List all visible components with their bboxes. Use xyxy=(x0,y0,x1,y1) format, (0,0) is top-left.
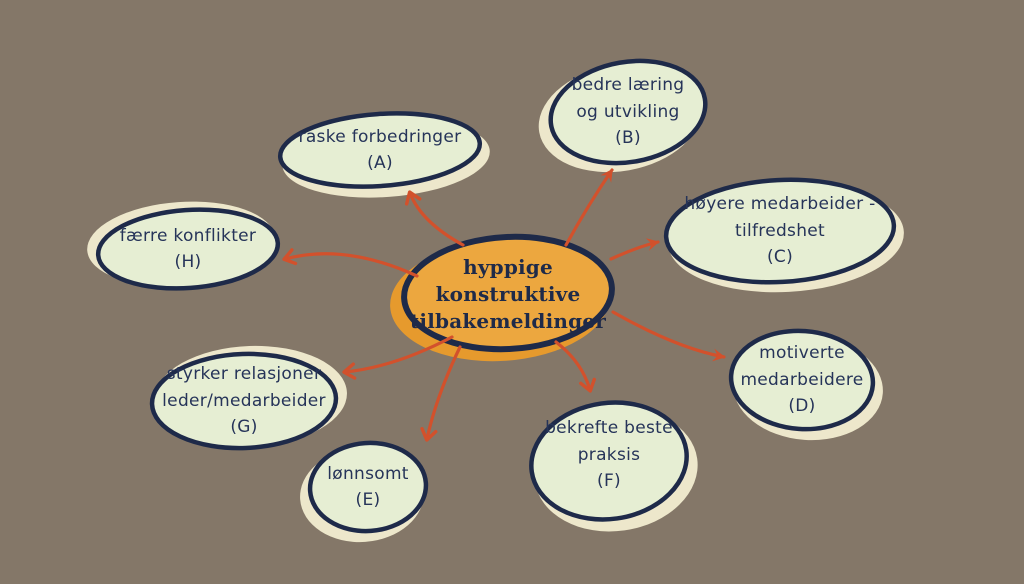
node-f-line-2: praksis xyxy=(577,444,641,465)
node-c-shape xyxy=(663,177,904,293)
node-d-label: motiverte medarbeidere (D) xyxy=(734,335,870,425)
node-g-line-2: leder/medarbeider xyxy=(162,390,326,411)
node-f-line-3: (F) xyxy=(597,471,621,492)
node-g-shape xyxy=(149,345,347,451)
node-f-label: bekrefte beste praksis (F) xyxy=(533,408,685,502)
node-e-line-1: lønnsomt xyxy=(327,463,409,484)
node-e-line-2: (E) xyxy=(355,490,381,510)
node-c-line-1: høyere medarbeider - xyxy=(684,194,876,215)
node-a-line-2: (A) xyxy=(367,153,393,173)
arrow-center-to-h xyxy=(282,248,419,278)
node-d-line-3: (D) xyxy=(788,396,816,417)
node-b-line-1: bedre læring xyxy=(571,75,685,96)
node-d-shape xyxy=(728,328,883,441)
node-a-label: raske forbedringer (A) xyxy=(280,118,480,182)
node-b-label: bedre læring og utvikling (B) xyxy=(552,66,704,158)
node-b-line-3: (B) xyxy=(615,128,641,149)
node-d-line-2: medarbeidere xyxy=(740,369,864,390)
center-node-label: hyppige konstruktive tilbakemeldinger xyxy=(406,246,610,342)
node-b-shape xyxy=(538,58,708,173)
node-h-line-2: (H) xyxy=(174,252,202,272)
center-line-2: konstruktive xyxy=(435,281,581,306)
node-c-line-3: (C) xyxy=(766,247,794,268)
node-a-shape xyxy=(277,111,490,198)
arrow-center-to-b xyxy=(564,168,614,247)
node-d-line-1: motiverte xyxy=(759,343,845,364)
node-e-label: lønnsomt (E) xyxy=(312,448,424,526)
node-g-line-1: styrker relasjoner xyxy=(166,364,322,385)
node-a-line-1: raske forbedringer xyxy=(298,126,462,147)
node-c-label: høyere medarbeider - tilfredshet (C) xyxy=(666,186,894,276)
node-g-label: styrker relasjoner leder/medarbeider (G) xyxy=(154,358,334,444)
center-line-3: tilbakemeldinger xyxy=(409,308,606,333)
arrow-center-to-a xyxy=(404,190,465,247)
arrow-center-to-d xyxy=(611,310,726,362)
arrow-center-to-e xyxy=(420,345,462,442)
arrow-center-to-g xyxy=(342,335,454,380)
node-b-line-2: og utvikling xyxy=(576,101,680,122)
node-c-line-2: tilfredshet xyxy=(734,220,826,241)
node-h-line-1: færre konflikter xyxy=(119,225,257,246)
node-f-shape xyxy=(529,400,698,532)
node-g-line-3: (G) xyxy=(230,417,258,438)
node-f-line-1: bekrefte beste xyxy=(545,418,673,439)
node-h-label: færre konflikter (H) xyxy=(100,214,276,284)
center-line-1: hyppige xyxy=(463,254,553,279)
arrow-center-to-f xyxy=(554,340,596,393)
arrow-center-to-c xyxy=(609,238,660,261)
node-h-shape xyxy=(87,201,281,291)
center-node-shape xyxy=(390,233,615,362)
node-e-shape xyxy=(300,440,429,543)
